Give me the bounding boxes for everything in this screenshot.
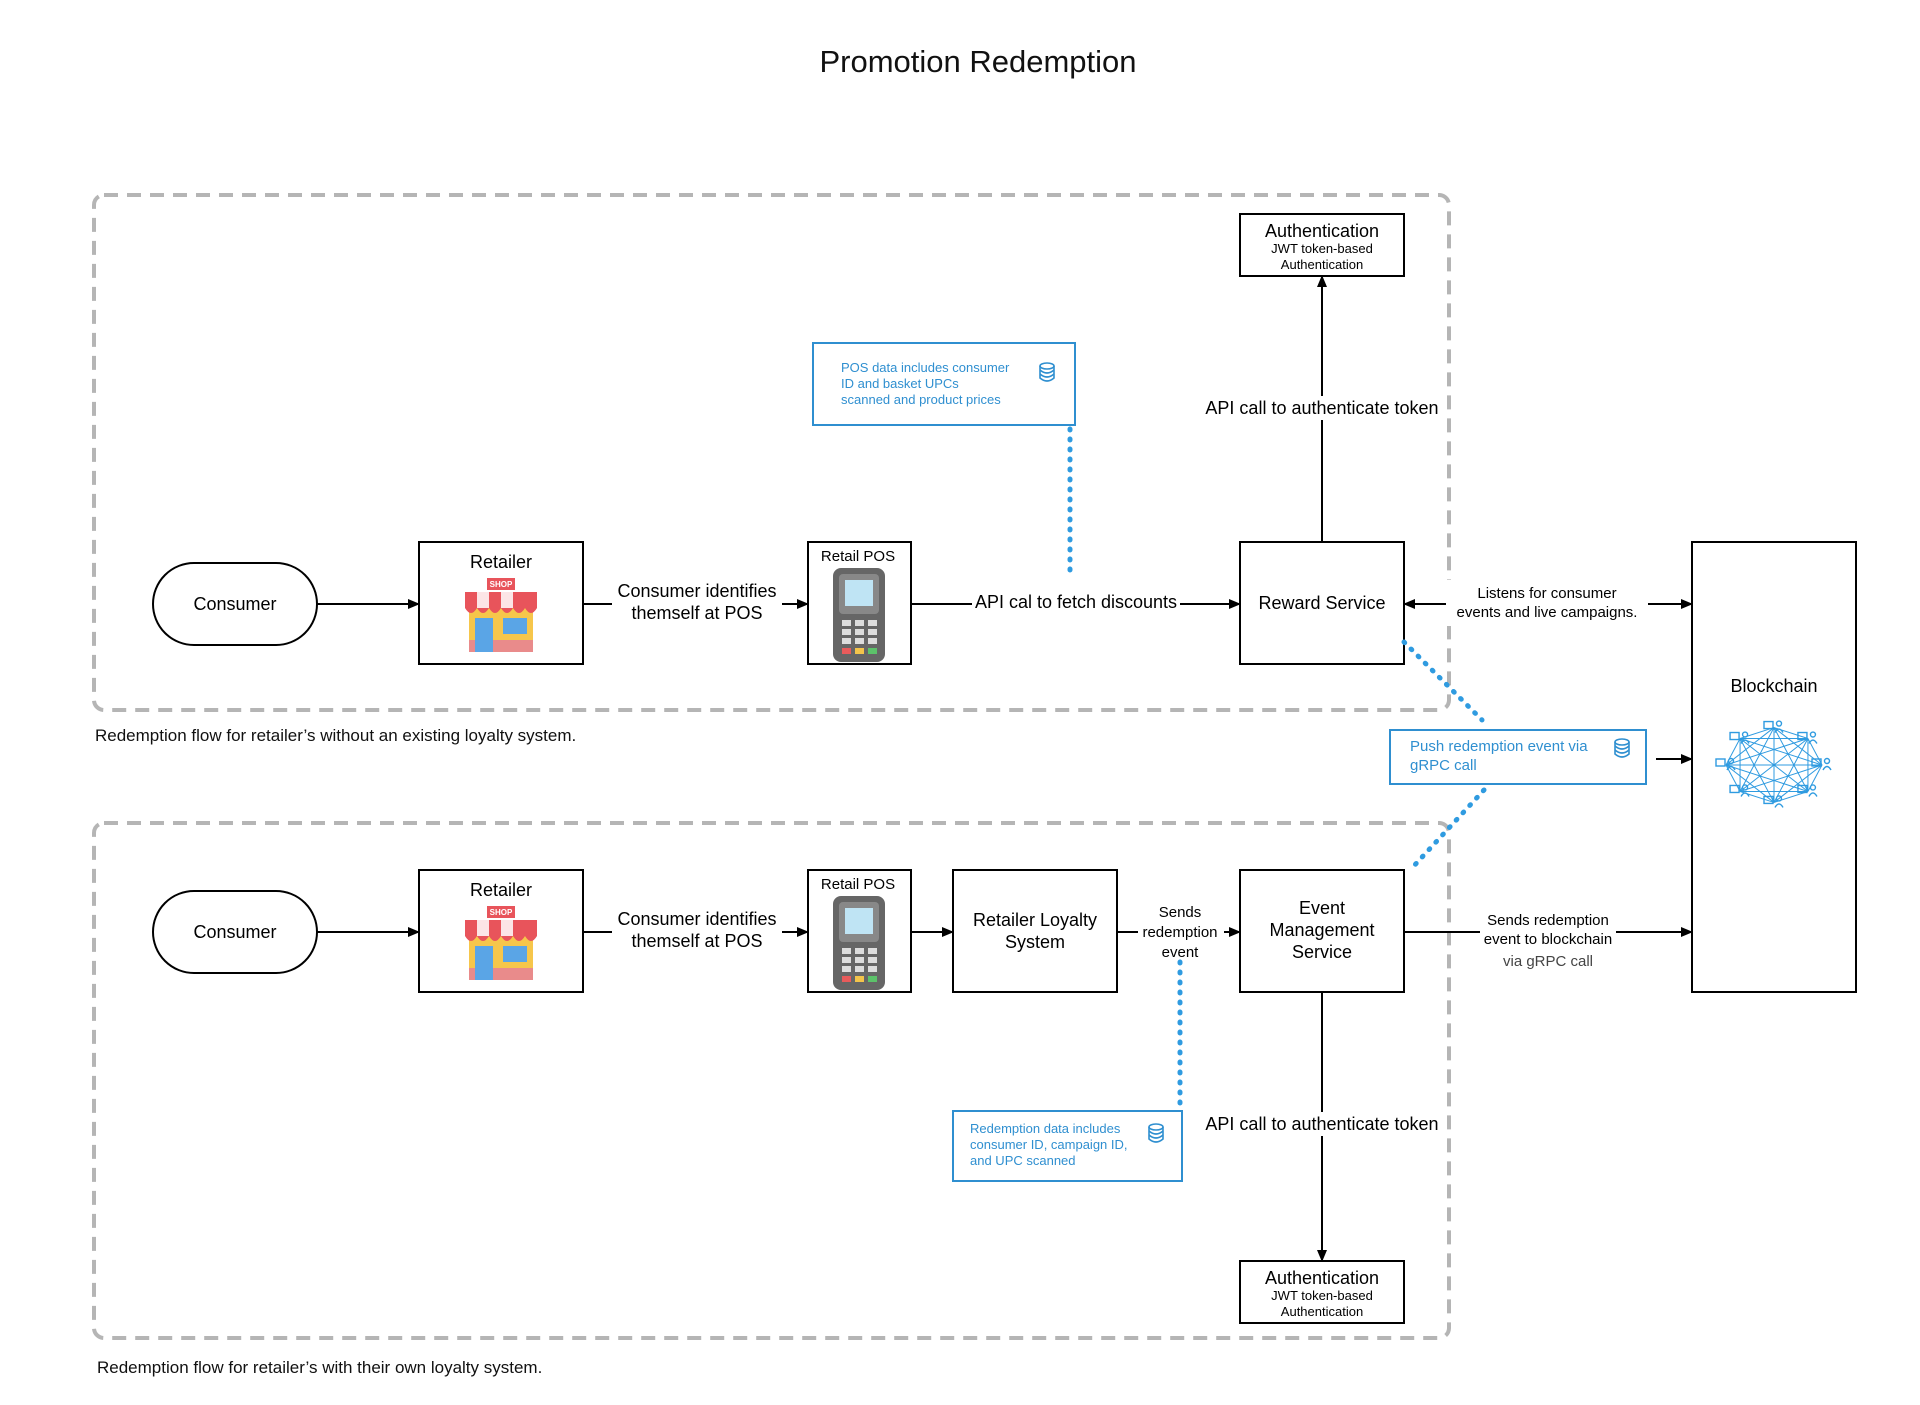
bottom-auth-title: Authentication (1265, 1268, 1379, 1288)
bottom-flow-caption: Redemption flow for retailer’s with thei… (97, 1358, 542, 1377)
peer-node-icon (1729, 784, 1750, 797)
peer-node-icon (1811, 757, 1832, 771)
edge-send-1: Sends redemption (1487, 912, 1609, 929)
top-note-line-2: ID and basket UPCs (841, 376, 959, 391)
top-auth-sub2: Authentication (1281, 257, 1363, 272)
pos-terminal-icon (833, 568, 885, 662)
bottom-retail-pos-label: Retail POS (821, 876, 895, 893)
push-line-1: Push redemption event via (1410, 738, 1588, 755)
bottom-auth-sub2: Authentication (1281, 1304, 1363, 1319)
peer-node-icon (1763, 720, 1784, 733)
bottom-retailer-label: Retailer (470, 880, 532, 900)
push-connector-top (1401, 639, 1485, 723)
event-mgmt-label-1: Event (1299, 898, 1345, 918)
bottom-flow-group (92, 821, 1451, 1340)
blockchain-network-icon (1715, 720, 1832, 808)
loyalty-label-1: Retailer Loyalty (973, 910, 1097, 930)
event-mgmt-label-3: Service (1292, 942, 1352, 962)
top-retail-pos-label: Retail POS (821, 548, 895, 565)
bottom-edge-identify-2: themself at POS (631, 931, 762, 951)
edge-sends-3: event (1162, 944, 1200, 961)
top-auth-node (1239, 213, 1405, 277)
top-flow-caption: Redemption flow for retailer’s without a… (95, 726, 576, 745)
push-line-2: gRPC call (1410, 757, 1477, 774)
loyalty-label-2: System (1005, 932, 1065, 952)
bottom-edge-identify-1: Consumer identifies (617, 909, 776, 929)
bottom-note-line-2: consumer ID, campaign ID, (970, 1137, 1128, 1152)
reward-service-label: Reward Service (1258, 593, 1385, 613)
pos-terminal-icon (833, 896, 885, 990)
peer-node-icon (1729, 731, 1750, 744)
top-edge-identify-1: Consumer identifies (617, 581, 776, 601)
event-management-node (1239, 869, 1405, 993)
blockchain-label: Blockchain (1730, 676, 1817, 696)
edge-listen-1: Listens for consumer (1477, 585, 1616, 602)
top-note-line-3: scanned and product prices (841, 392, 1001, 407)
top-edge-identify-2: themself at POS (631, 603, 762, 623)
top-edge-auth: API call to authenticate token (1205, 398, 1438, 418)
push-connector-bottom (1409, 787, 1487, 871)
event-mgmt-label-2: Management (1269, 920, 1374, 940)
edge-send-2: event to blockchain (1484, 931, 1612, 948)
top-flow-group (92, 193, 1451, 712)
top-note-line-1: POS data includes consumer (841, 360, 1010, 375)
edge-sends-1: Sends (1159, 904, 1202, 921)
top-pos-data-note (812, 342, 1076, 426)
peer-node-icon (1715, 757, 1736, 771)
push-redemption-note (1389, 729, 1647, 785)
bottom-note-line-1: Redemption data includes (970, 1121, 1121, 1136)
peer-node-icon (1763, 795, 1784, 808)
top-retailer-label: Retailer (470, 552, 532, 572)
peer-node-icon (1797, 784, 1818, 797)
top-edge-fetch: API cal to fetch discounts (975, 592, 1177, 612)
bottom-consumer-label: Consumer (193, 922, 276, 942)
bottom-auth-node (1239, 1260, 1405, 1324)
top-auth-sub1: JWT token-based (1271, 241, 1373, 256)
retailer-loyalty-node (952, 869, 1118, 993)
bottom-edge-auth: API call to authenticate token (1205, 1114, 1438, 1134)
bottom-redemption-data-note (952, 1110, 1183, 1182)
top-consumer-label: Consumer (193, 594, 276, 614)
top-auth-title: Authentication (1265, 221, 1379, 241)
bottom-note-line-3: and UPC scanned (970, 1153, 1076, 1168)
edge-listen-2: events and live campaigns. (1457, 604, 1638, 621)
page-title: Promotion Redemption (819, 44, 1136, 79)
peer-node-icon (1797, 731, 1818, 744)
edge-sends-2: redemption (1142, 924, 1217, 941)
edge-send-via: via gRPC call (1503, 953, 1593, 970)
bottom-auth-sub1: JWT token-based (1271, 1288, 1373, 1303)
